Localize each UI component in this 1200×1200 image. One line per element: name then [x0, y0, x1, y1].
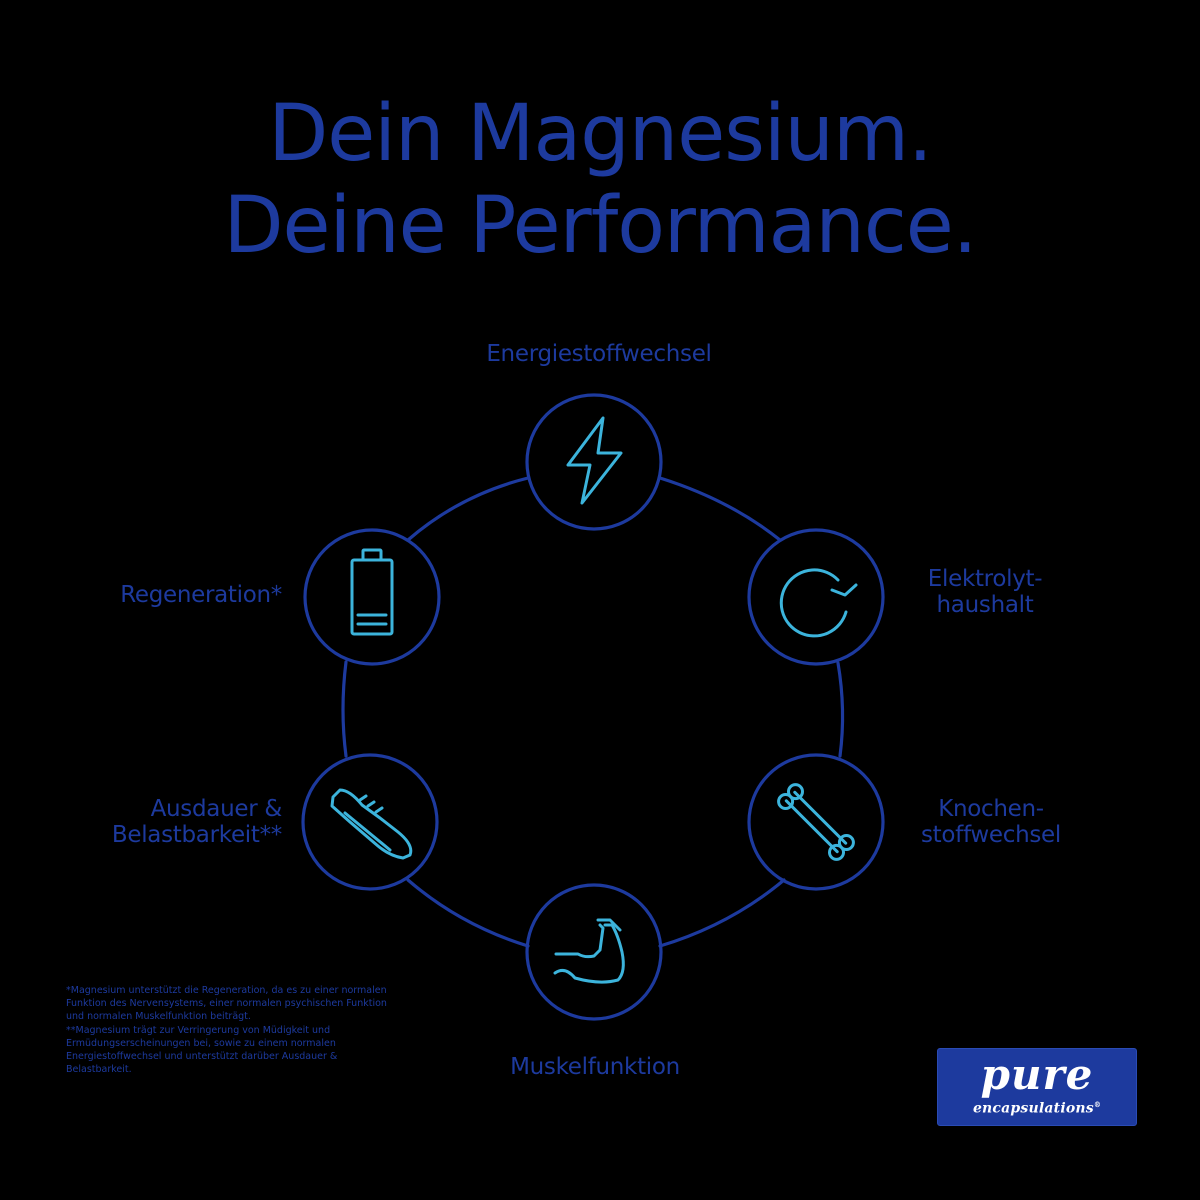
brand-logo: pure encapsulations®	[937, 1048, 1137, 1126]
footnotes: *Magnesium unterstützt die Regeneration,…	[66, 985, 396, 1079]
circle-endurance	[301, 753, 439, 891]
connector-left	[341, 660, 348, 758]
connector-top-left	[406, 476, 530, 542]
circle-muscle	[525, 883, 663, 1021]
lightning-bolt-icon	[566, 416, 623, 505]
label-energy: Energiestoffwechsel	[486, 341, 712, 367]
headline-line-2: Deine Performance.	[223, 181, 977, 271]
battery-icon	[350, 548, 394, 636]
label-electrolyte: Elektrolyt- haushalt	[927, 566, 1043, 618]
label-endurance: Ausdauer & Belastbarkeit**	[111, 796, 282, 848]
connector-top-right	[658, 476, 782, 542]
headline: Dein Magnesium. Deine Performance.	[0, 88, 1200, 272]
logo-brand: pure	[980, 1050, 1094, 1099]
logo-subline: encapsulations®	[972, 1100, 1102, 1117]
footnote-1: *Magnesium unterstützt die Regeneration,…	[66, 985, 387, 1022]
label-muscle: Muskelfunktion	[510, 1054, 680, 1080]
circle-energy	[525, 393, 663, 531]
footnote-2: **Magnesium trägt zur Verringerung von M…	[66, 1025, 338, 1075]
registered-mark-icon: ®	[1093, 1100, 1102, 1109]
circular-arrow-icon	[779, 568, 858, 638]
headline-line-1: Dein Magnesium.	[268, 89, 933, 179]
circle-regeneration	[303, 528, 441, 666]
label-regeneration: Regeneration*	[120, 582, 282, 608]
circle-bone	[747, 753, 885, 891]
flexed-arm-icon	[553, 918, 625, 984]
connector-right	[836, 661, 845, 758]
connector-bottom-left	[406, 878, 530, 948]
connector-bottom-right	[658, 878, 786, 948]
bone-icon	[777, 783, 855, 861]
running-shoe-icon	[330, 788, 413, 860]
circle-electrolyte	[747, 528, 885, 666]
label-bone: Knochen- stoffwechsel	[921, 796, 1061, 848]
